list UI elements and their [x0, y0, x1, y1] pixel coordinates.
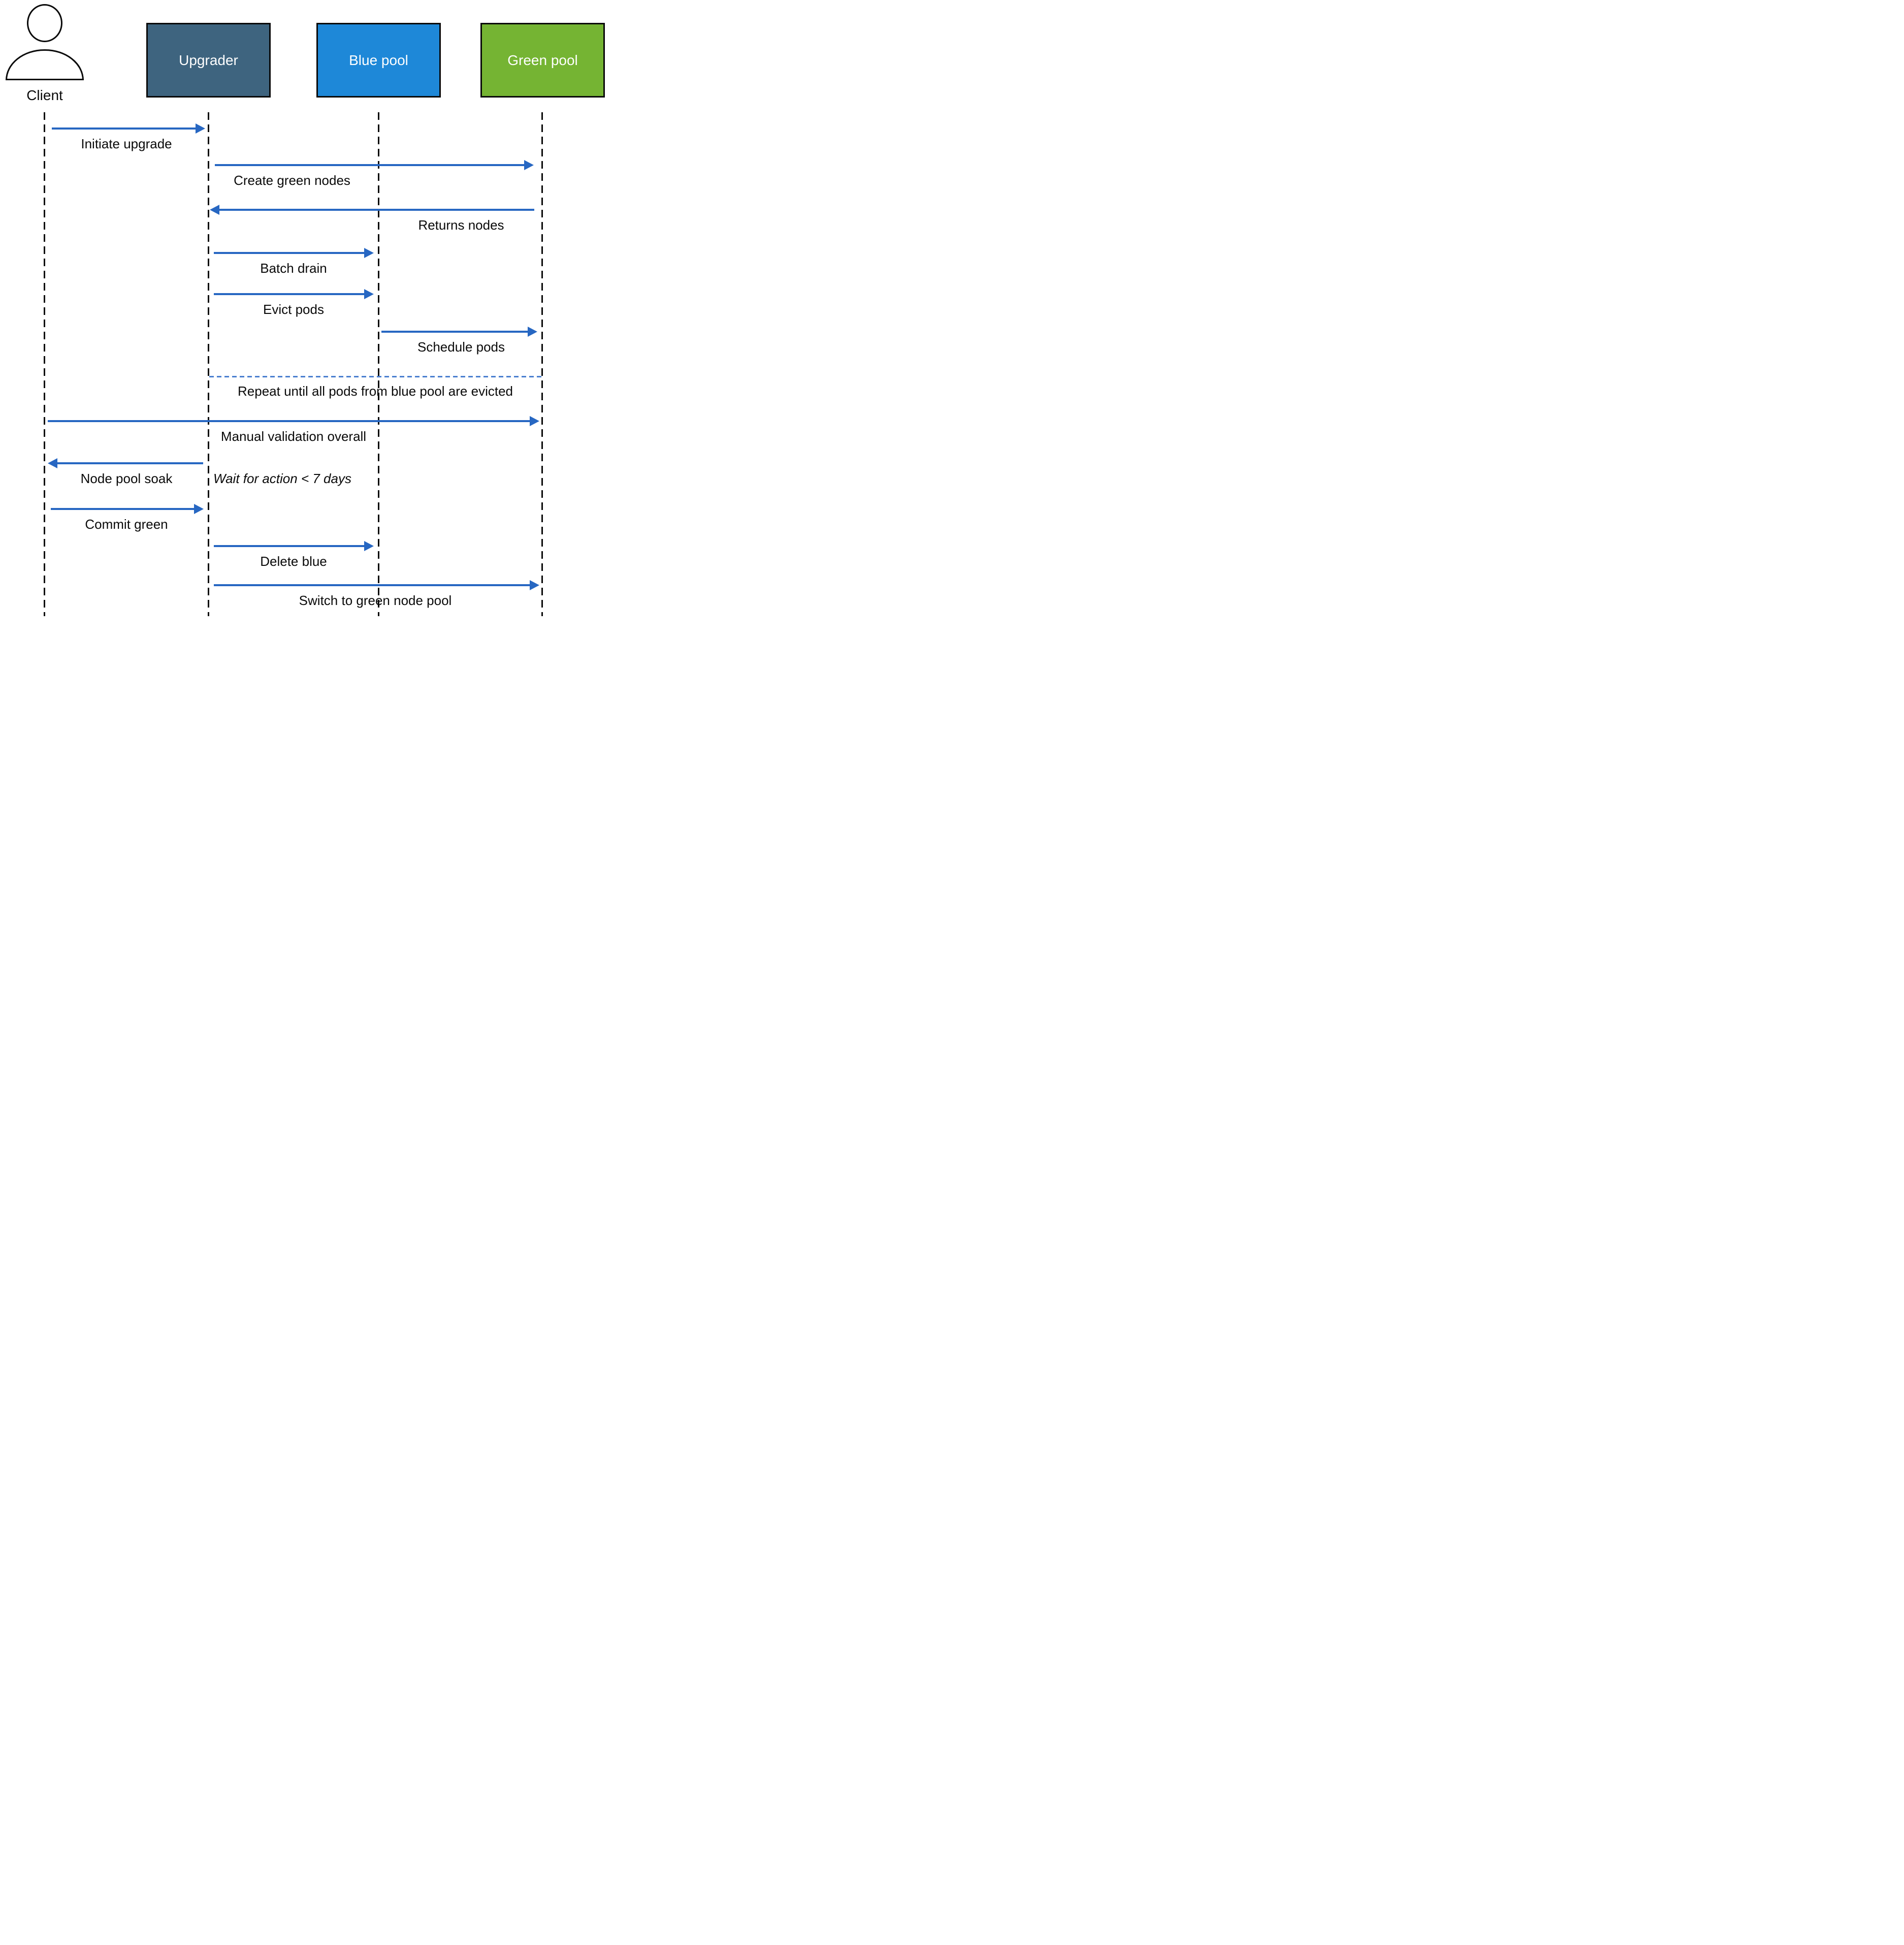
message-label: Manual validation overall: [220, 429, 367, 444]
message-label: Delete blue: [260, 554, 327, 569]
lifeline-green-pool: [541, 112, 543, 616]
message-label: Evict pods: [263, 302, 324, 317]
arrow-shaft: [214, 584, 532, 586]
lifeline-client: [44, 112, 45, 616]
actor-blue-pool: Blue pool: [316, 23, 441, 98]
actor-upgrader: Upgrader: [146, 23, 271, 98]
arrow-shaft: [51, 508, 197, 510]
lifeline-blue-pool: [378, 112, 379, 616]
arrow-shaft: [214, 293, 367, 295]
arrow-shaft: [381, 331, 530, 333]
actor-green-pool: Green pool: [480, 23, 605, 98]
message-label: Commit green: [85, 517, 168, 532]
arrowhead-icon: [364, 289, 374, 299]
arrowhead-icon: [48, 458, 57, 468]
arrow-shaft: [214, 545, 367, 547]
sequence-diagram: Client Upgrader Blue pool Green pool Ini…: [0, 0, 609, 623]
message-label: Node pool soak: [80, 471, 173, 486]
message-arrow-commit-green: [51, 504, 204, 514]
arrowhead-icon: [530, 416, 539, 426]
message-arrow-schedule-pods: [381, 327, 537, 337]
message-label: Batch drain: [260, 261, 327, 276]
arrow-shaft: [55, 462, 203, 464]
person-icon-body: [6, 49, 84, 80]
message-label: Initiate upgrade: [81, 136, 172, 151]
actor-label-green-pool: Green pool: [507, 52, 578, 68]
message-label: Returns nodes: [418, 217, 504, 233]
arrow-shaft: [217, 209, 534, 211]
arrowhead-icon: [196, 123, 205, 134]
message-arrow-node-pool-soak: [48, 458, 203, 468]
message-arrow-switch-to-green: [214, 580, 539, 590]
arrowhead-icon: [194, 504, 204, 514]
message-label: Switch to green node pool: [299, 593, 452, 608]
arrowhead-icon: [528, 327, 537, 337]
arrow-shaft: [214, 252, 367, 254]
actor-label-blue-pool: Blue pool: [349, 52, 408, 68]
message-arrow-returns-nodes: [210, 205, 534, 215]
loop-separator: [209, 376, 542, 377]
message-label: Create green nodes: [234, 173, 350, 188]
message-arrow-batch-drain: [214, 248, 374, 258]
message-arrow-manual-validation: [48, 416, 539, 426]
message-arrow-initiate-upgrade: [52, 123, 205, 134]
loop-separator-label: Repeat until all pods from blue pool are…: [238, 384, 513, 399]
message-note: Wait for action < 7 days: [213, 471, 351, 486]
arrowhead-icon: [530, 580, 539, 590]
actor-label-client: Client: [26, 87, 63, 103]
person-icon: [27, 4, 62, 42]
message-arrow-delete-blue: [214, 541, 374, 551]
arrowhead-icon: [210, 205, 219, 215]
arrow-shaft: [48, 420, 532, 422]
arrowhead-icon: [364, 248, 374, 258]
message-arrow-create-green-nodes: [215, 160, 534, 170]
arrowhead-icon: [364, 541, 374, 551]
arrowhead-icon: [524, 160, 534, 170]
message-arrow-evict-pods: [214, 289, 374, 299]
actor-label-upgrader: Upgrader: [179, 52, 238, 68]
arrow-shaft: [215, 164, 527, 166]
message-label: Schedule pods: [417, 339, 505, 355]
lifeline-upgrader: [208, 112, 209, 616]
arrow-shaft: [52, 127, 198, 130]
